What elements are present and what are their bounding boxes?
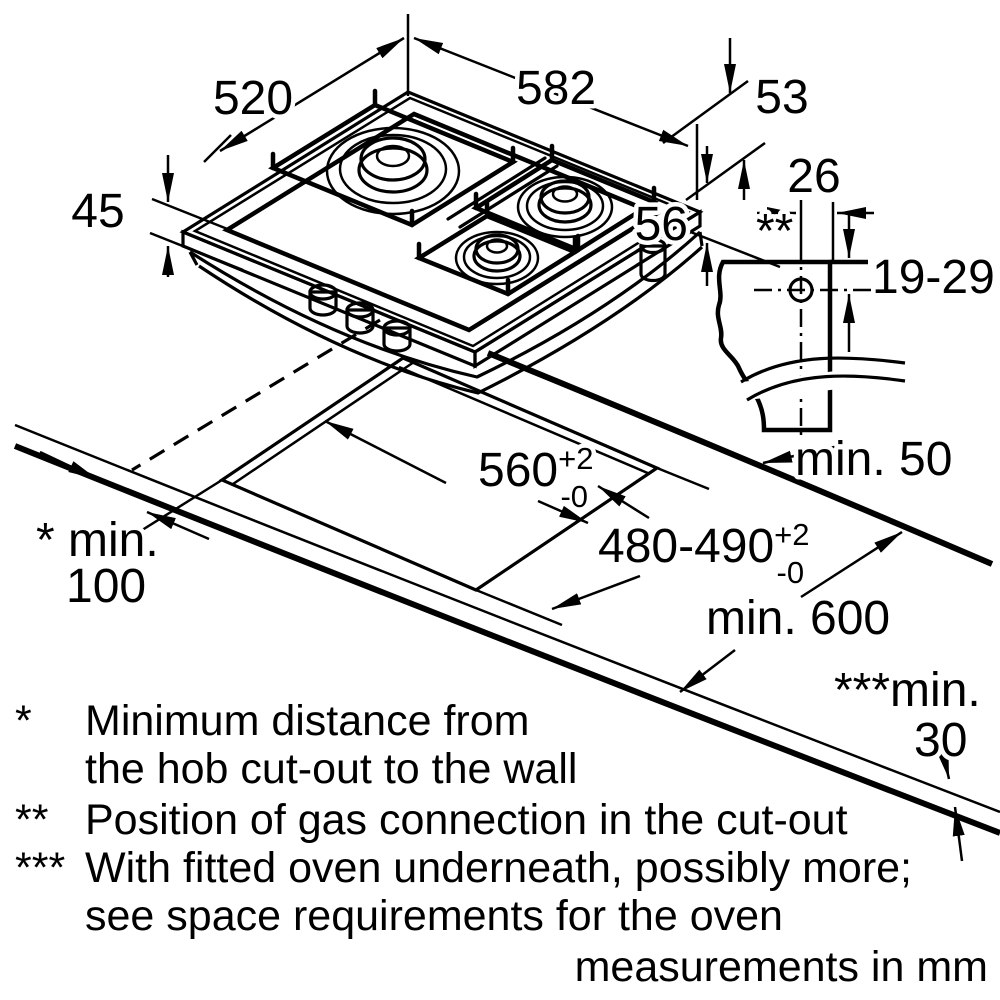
hob-rim-outer	[179, 90, 704, 354]
min-600-label: min. 600	[706, 592, 890, 645]
hidden-edge-dashed-line	[131, 318, 381, 472]
worktop-scene	[13, 318, 1000, 836]
footnote-3-line-2: see space requirements for the oven	[85, 892, 783, 940]
hob-isometric	[179, 88, 704, 395]
min-50-label: min. 50	[795, 433, 952, 486]
footnote-3-marker: ***	[15, 844, 65, 892]
min-30-label: ***min.	[834, 664, 981, 717]
wall-line	[486, 350, 994, 567]
footnote-1-marker: *	[15, 697, 32, 745]
footnote-2-line-1: Position of gas connection in the cut-ou…	[85, 796, 848, 844]
cutout-depth-label: 480-490+2-0	[598, 517, 810, 590]
footnotes: * Minimum distance from the hob cut-out …	[15, 697, 912, 940]
gas-connection-hole	[788, 277, 814, 303]
footnote-3-line-1: With fitted oven underneath, possibly mo…	[85, 844, 912, 892]
worktop-edge-profile	[715, 259, 833, 433]
hob-rim-inner	[192, 96, 691, 348]
burner-small	[454, 230, 540, 286]
dimension-lines	[39, 14, 965, 862]
cutout-width-label: 560+2-0	[478, 441, 593, 514]
burner-large	[325, 126, 461, 216]
dim-26-label: 26	[787, 150, 840, 203]
break-line-1	[740, 356, 906, 384]
break-line-2	[746, 374, 906, 402]
dim-19-29-label: 19-29	[872, 251, 995, 304]
dim-45-label: 45	[71, 185, 124, 238]
units-note: measurements in mm	[575, 943, 988, 991]
break-mask	[741, 363, 905, 400]
footnote-2-marker: **	[15, 796, 49, 844]
dim-520-label: 520	[213, 72, 293, 125]
burner-medium	[516, 175, 614, 239]
worktop-front-top-edge	[14, 423, 1000, 814]
hob-base-skirt	[188, 230, 704, 395]
dim-56-label: 56	[635, 198, 688, 251]
footnote-1-line-2: the hob cut-out to the wall	[85, 745, 577, 793]
min-30-value: 30	[914, 714, 967, 767]
footnote-1-line-1: Minimum distance from	[85, 697, 529, 745]
min-100-label: * min.	[36, 514, 159, 567]
min-100-value: 100	[66, 560, 146, 613]
worktop-front-bottom-edge	[13, 443, 1000, 836]
dim-582-label: 582	[516, 62, 596, 115]
cross-section-profile	[715, 200, 906, 441]
gas-ref-marker: **	[756, 205, 793, 258]
dim-53-label: 53	[755, 71, 808, 124]
